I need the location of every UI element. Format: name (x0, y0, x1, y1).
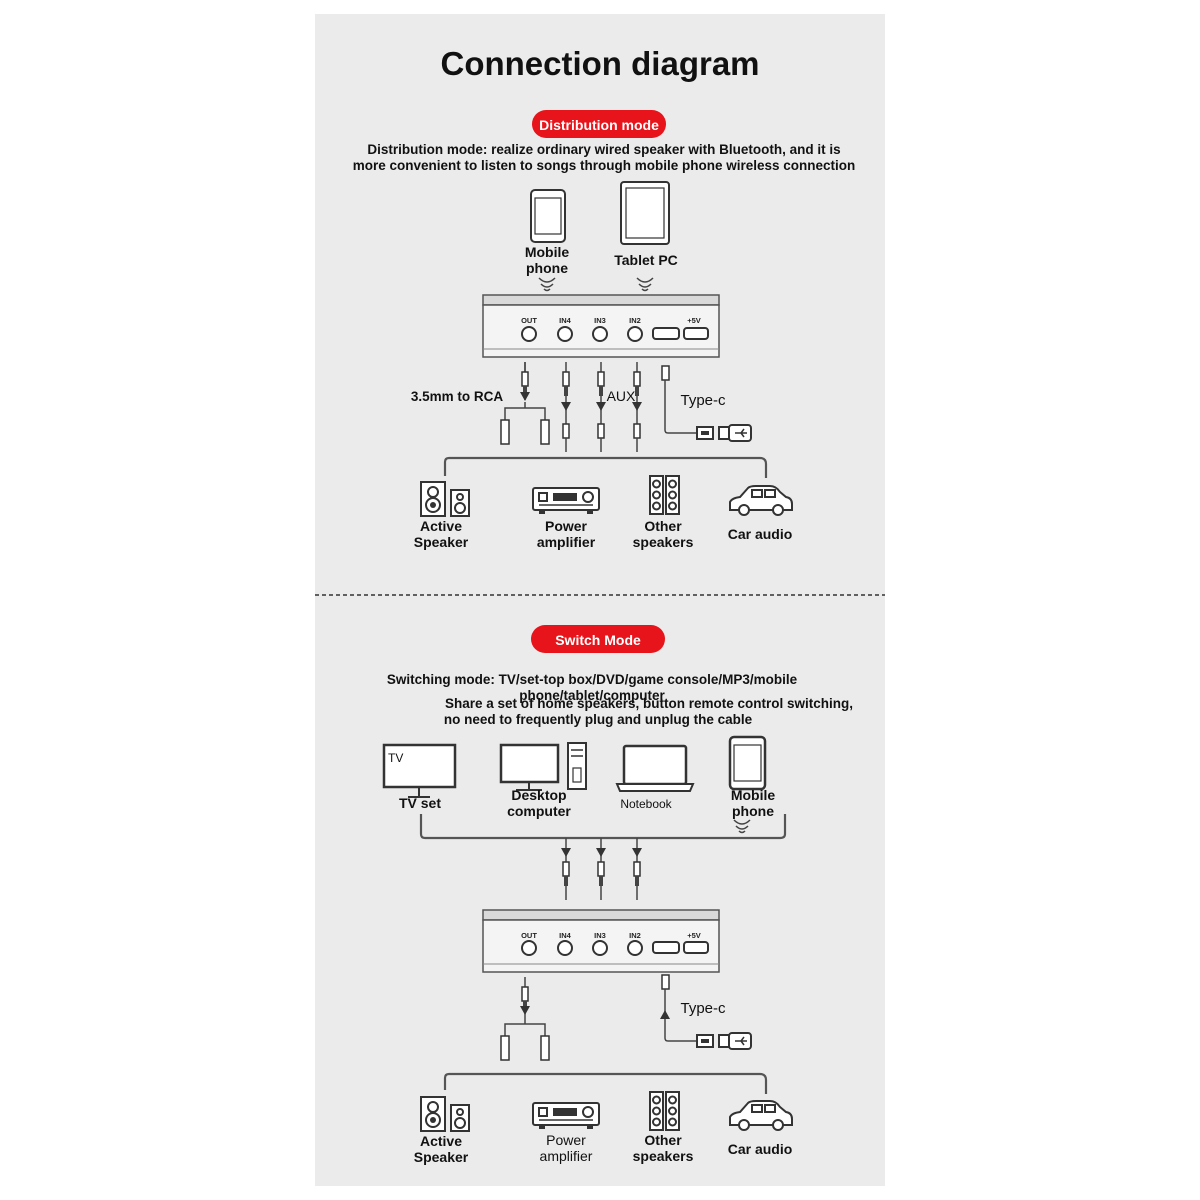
wireless-icon (636, 277, 654, 292)
other-speakers-label-1: Other (644, 518, 682, 534)
wireless-icon (538, 277, 556, 292)
port-label-in2: IN2 (629, 316, 641, 325)
notebook-icon (615, 744, 695, 792)
car-audio-label: Car audio (728, 1141, 793, 1157)
car-icon (729, 1100, 793, 1131)
car-icon (729, 485, 793, 516)
typec-label: Type-c (680, 1000, 726, 1017)
mobile-phone-label-2: phone (732, 803, 774, 819)
tablet-icon (620, 181, 670, 245)
switch-desc-3: Share a set of home speakers, button rem… (445, 696, 853, 711)
distribution-desc-2: more convenient to listen to songs throu… (353, 158, 856, 173)
rca-label: 3.5mm to RCA (411, 389, 504, 404)
port-label-in3: IN3 (594, 931, 606, 940)
active-speaker-icon (420, 1096, 470, 1132)
port-label-out: OUT (521, 931, 537, 940)
switch-input-cables (419, 814, 787, 900)
power-amplifier-label-2: amplifier (540, 1148, 593, 1164)
notebook-label: Notebook (620, 797, 672, 811)
desktop-computer-label-1: Desktop (511, 787, 566, 803)
desktop-computer-icon (499, 742, 587, 791)
power-amplifier-icon (532, 1102, 600, 1130)
power-amplifier-label-2: amplifier (537, 534, 596, 550)
other-speakers-label-2: speakers (633, 1148, 694, 1164)
device-ports (521, 940, 709, 956)
mobile-phone-label-1: Mobile (731, 787, 776, 803)
switch-desc-2: phone/tablet/computer (519, 688, 665, 703)
port-label-in4: IN4 (559, 316, 572, 325)
wireless-icon (733, 819, 751, 834)
mobile-phone-icon (728, 735, 767, 791)
switch-output-cables (443, 974, 768, 1094)
distribution-badge-label: Distribution mode (539, 117, 659, 133)
port-label-in2: IN2 (629, 931, 641, 940)
active-speaker-label-1: Active (420, 518, 462, 534)
tv-set-label: TV set (399, 795, 441, 811)
switch-badge (531, 625, 665, 653)
mobile-phone-icon (530, 189, 566, 243)
active-speaker-icon (420, 481, 470, 517)
distribution-cables (443, 361, 768, 478)
distribution-desc-1: Distribution mode: realize ordinary wire… (367, 142, 840, 157)
tv-icon (382, 743, 457, 798)
active-speaker-label-2: Speaker (414, 1149, 469, 1165)
port-label-5v: +5V (687, 316, 701, 325)
device-ports (521, 326, 709, 342)
active-speaker-label-1: Active (420, 1133, 462, 1149)
distribution-badge (532, 110, 666, 138)
diagram-panel (315, 14, 885, 1186)
page-title: Connection diagram (440, 45, 759, 82)
port-label-in3: IN3 (594, 316, 606, 325)
other-speakers-icon (649, 1091, 680, 1131)
port-label-out: OUT (521, 316, 537, 325)
switch-desc-4: no need to frequently plug and unplug th… (444, 712, 753, 727)
power-amplifier-icon (532, 487, 600, 515)
typec-label: Type-c (680, 392, 726, 409)
bluetooth-switcher-device (482, 294, 720, 358)
car-audio-label: Car audio (728, 526, 793, 542)
other-speakers-label-1: Other (644, 1132, 682, 1148)
tv-screen-label: TV (388, 751, 403, 765)
power-amplifier-label-1: Power (545, 518, 588, 534)
switch-desc-1: Switching mode: TV/set-top box/DVD/game … (387, 672, 798, 687)
desktop-computer-label-2: computer (507, 803, 571, 819)
tablet-label: Tablet PC (614, 252, 678, 268)
power-amplifier-label-1: Power (546, 1132, 586, 1148)
other-speakers-icon (649, 475, 680, 515)
mobile-phone-label-2: phone (526, 260, 568, 276)
switch-badge-label: Switch Mode (555, 632, 641, 648)
active-speaker-label-2: Speaker (414, 534, 469, 550)
port-label-5v: +5V (687, 931, 701, 940)
mobile-phone-label-1: Mobile (525, 244, 570, 260)
aux-label: AUX (607, 388, 636, 404)
other-speakers-label-2: speakers (633, 534, 694, 550)
port-label-in4: IN4 (559, 931, 572, 940)
